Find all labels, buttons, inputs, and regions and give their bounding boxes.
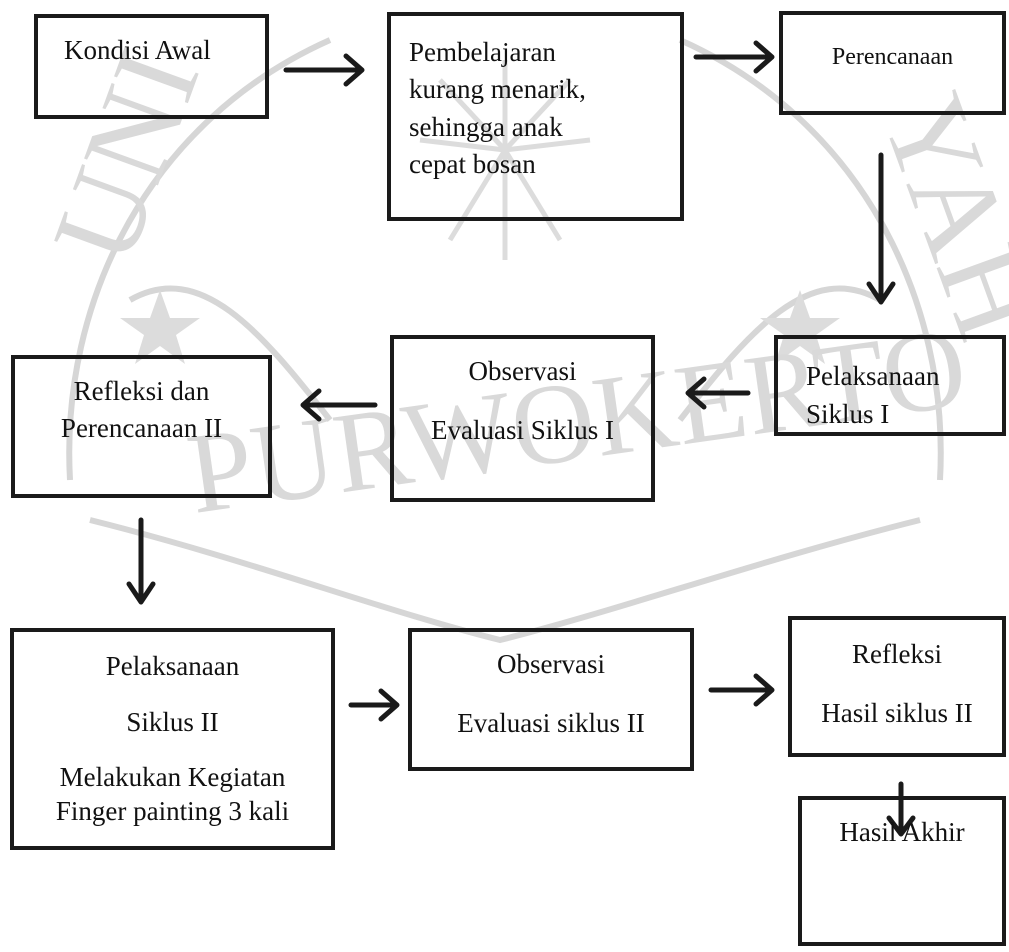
refleksi-2-line-2: Hasil siklus II: [821, 698, 973, 729]
box-observasi-siklus-1: Observasi Evaluasi Siklus I: [390, 335, 655, 502]
hasil-akhir-text: Hasil Akhir: [839, 817, 965, 847]
pelaksanaan-1-line-2: Siklus I: [806, 399, 890, 430]
observasi-2-line-2: Evaluasi siklus II: [457, 708, 645, 739]
masalah-line-4: cepat bosan: [409, 148, 536, 179]
observasi-1-line-1: Observasi: [468, 356, 577, 386]
box-observasi-siklus-2: Observasi Evaluasi siklus II: [408, 628, 694, 771]
observasi-2-line-1: Observasi: [497, 649, 605, 679]
box-hasil-akhir: Hasil Akhir: [798, 796, 1006, 946]
box-kondisi-awal: Kondisi Awal: [34, 14, 269, 119]
pelaksanaan-1-line-1: Pelaksanaan: [806, 361, 940, 391]
refleksi-2-line-1: Refleksi: [852, 639, 942, 669]
kondisi-awal-text: Kondisi Awal: [64, 35, 211, 65]
box-pelaksanaan-siklus-1: Pelaksanaan Siklus I: [774, 335, 1006, 436]
pelaksanaan-2-line-3: Melakukan Kegiatan: [59, 761, 286, 792]
refleksi-perencanaan-line-1: Refleksi dan: [73, 376, 210, 406]
pelaksanaan-2-line-4: Finger painting 3 kali: [55, 795, 290, 826]
box-refleksi-perencanaan-2: Refleksi dan Perencanaan II: [11, 355, 272, 498]
box-perencanaan: Perencanaan: [779, 11, 1006, 115]
perencanaan-text: Perencanaan: [831, 44, 954, 70]
refleksi-perencanaan-line-2: Perencanaan II: [60, 413, 223, 444]
box-refleksi-siklus-2: Refleksi Hasil siklus II: [788, 616, 1006, 757]
box-masalah: Pembelajaran kurang menarik, sehingga an…: [387, 12, 684, 221]
pelaksanaan-2-line-2: Siklus II: [126, 707, 219, 738]
masalah-line-2: kurang menarik,: [409, 74, 586, 105]
pelaksanaan-2-line-1: Pelaksanaan: [105, 651, 240, 681]
observasi-1-line-2: Evaluasi Siklus I: [431, 415, 614, 446]
box-pelaksanaan-siklus-2: Pelaksanaan Siklus II Melakukan Kegiatan…: [10, 628, 335, 850]
masalah-line-3: sehingga anak: [409, 111, 563, 142]
masalah-line-1: Pembelajaran: [409, 37, 556, 67]
